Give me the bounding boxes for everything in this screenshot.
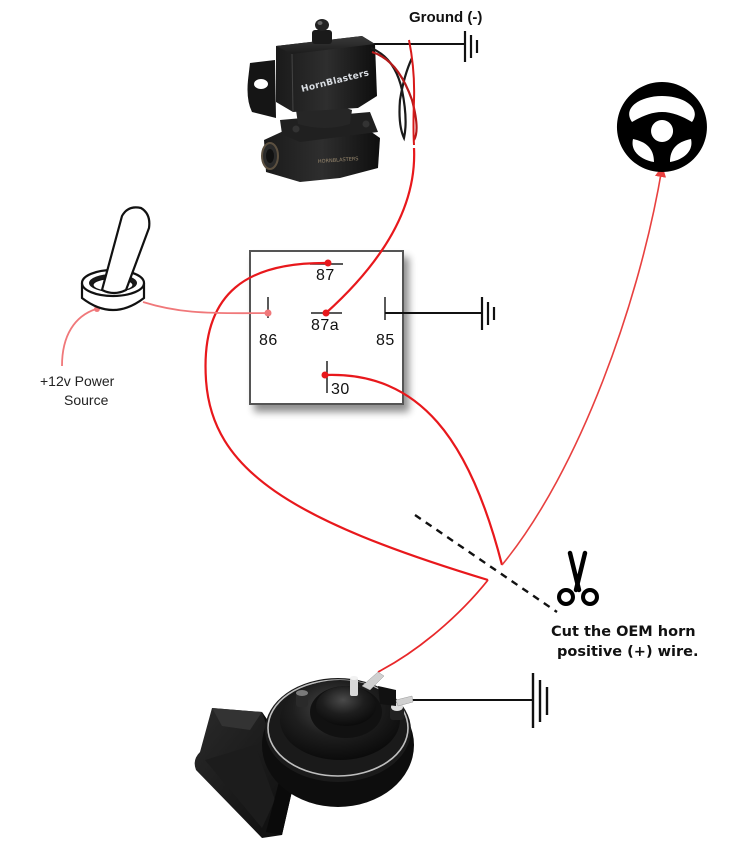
cut-note-line-1: Cut the OEM horn — [551, 624, 696, 640]
solenoid-ground: Ground (-) — [368, 9, 482, 62]
wire-30-to-junction — [325, 373, 504, 566]
solenoid-black-lead — [370, 46, 413, 142]
ground-symbol-icon — [531, 673, 549, 728]
horn-positive-terminal — [361, 671, 385, 691]
solenoid-bracket — [247, 60, 276, 118]
relay-pin-85[interactable]: 85 — [376, 297, 395, 349]
ground-symbol-icon — [480, 297, 496, 330]
cut-note-line-2: positive (+) wire. — [557, 644, 699, 660]
pin-86-label: 86 — [259, 332, 278, 349]
pin-86-connection-dot — [264, 309, 272, 317]
toggle-switch-icon[interactable] — [80, 206, 151, 311]
pin-30-connection-dot — [321, 371, 329, 379]
ground-label: Ground (-) — [409, 9, 482, 26]
wire-horn-positive — [377, 579, 489, 673]
horn-ground — [412, 673, 549, 728]
scissors-icon — [557, 550, 599, 606]
wire-steering-wheel — [501, 165, 667, 566]
relay: 87 86 87a 85 30 — [249, 250, 404, 405]
oem-horn — [194, 671, 414, 838]
wire-switch-to-86 — [142, 301, 269, 315]
svg-text:HORNBLASTERS: HORNBLASTERS — [318, 156, 359, 165]
pin-87a-connection-dot — [322, 309, 330, 317]
wire-power-source — [61, 308, 97, 367]
pin-85-label: 85 — [376, 332, 395, 349]
pin-87-label: 87 — [316, 267, 335, 284]
wire-87-to-horn — [204, 261, 489, 582]
wire-solenoid-to-87a — [325, 147, 416, 314]
steering-wheel-icon — [616, 82, 707, 172]
power-source-label-2: Source — [64, 392, 109, 408]
pin-30-label: 30 — [331, 381, 350, 398]
horn-ground-terminal — [395, 695, 414, 707]
solenoid-red-lead-loop — [371, 50, 418, 141]
power-source-label: +12v Power — [40, 373, 115, 389]
pin-87-connection-dot — [324, 259, 332, 267]
hornblasters-solenoid: HORNBLASTERS HornBlasters — [247, 19, 418, 182]
ground-symbol-icon — [463, 31, 479, 62]
cut-line — [414, 514, 558, 613]
relay-85-ground — [385, 297, 496, 330]
pin-87a-label: 87a — [311, 317, 339, 334]
solenoid-coil — [276, 36, 377, 112]
